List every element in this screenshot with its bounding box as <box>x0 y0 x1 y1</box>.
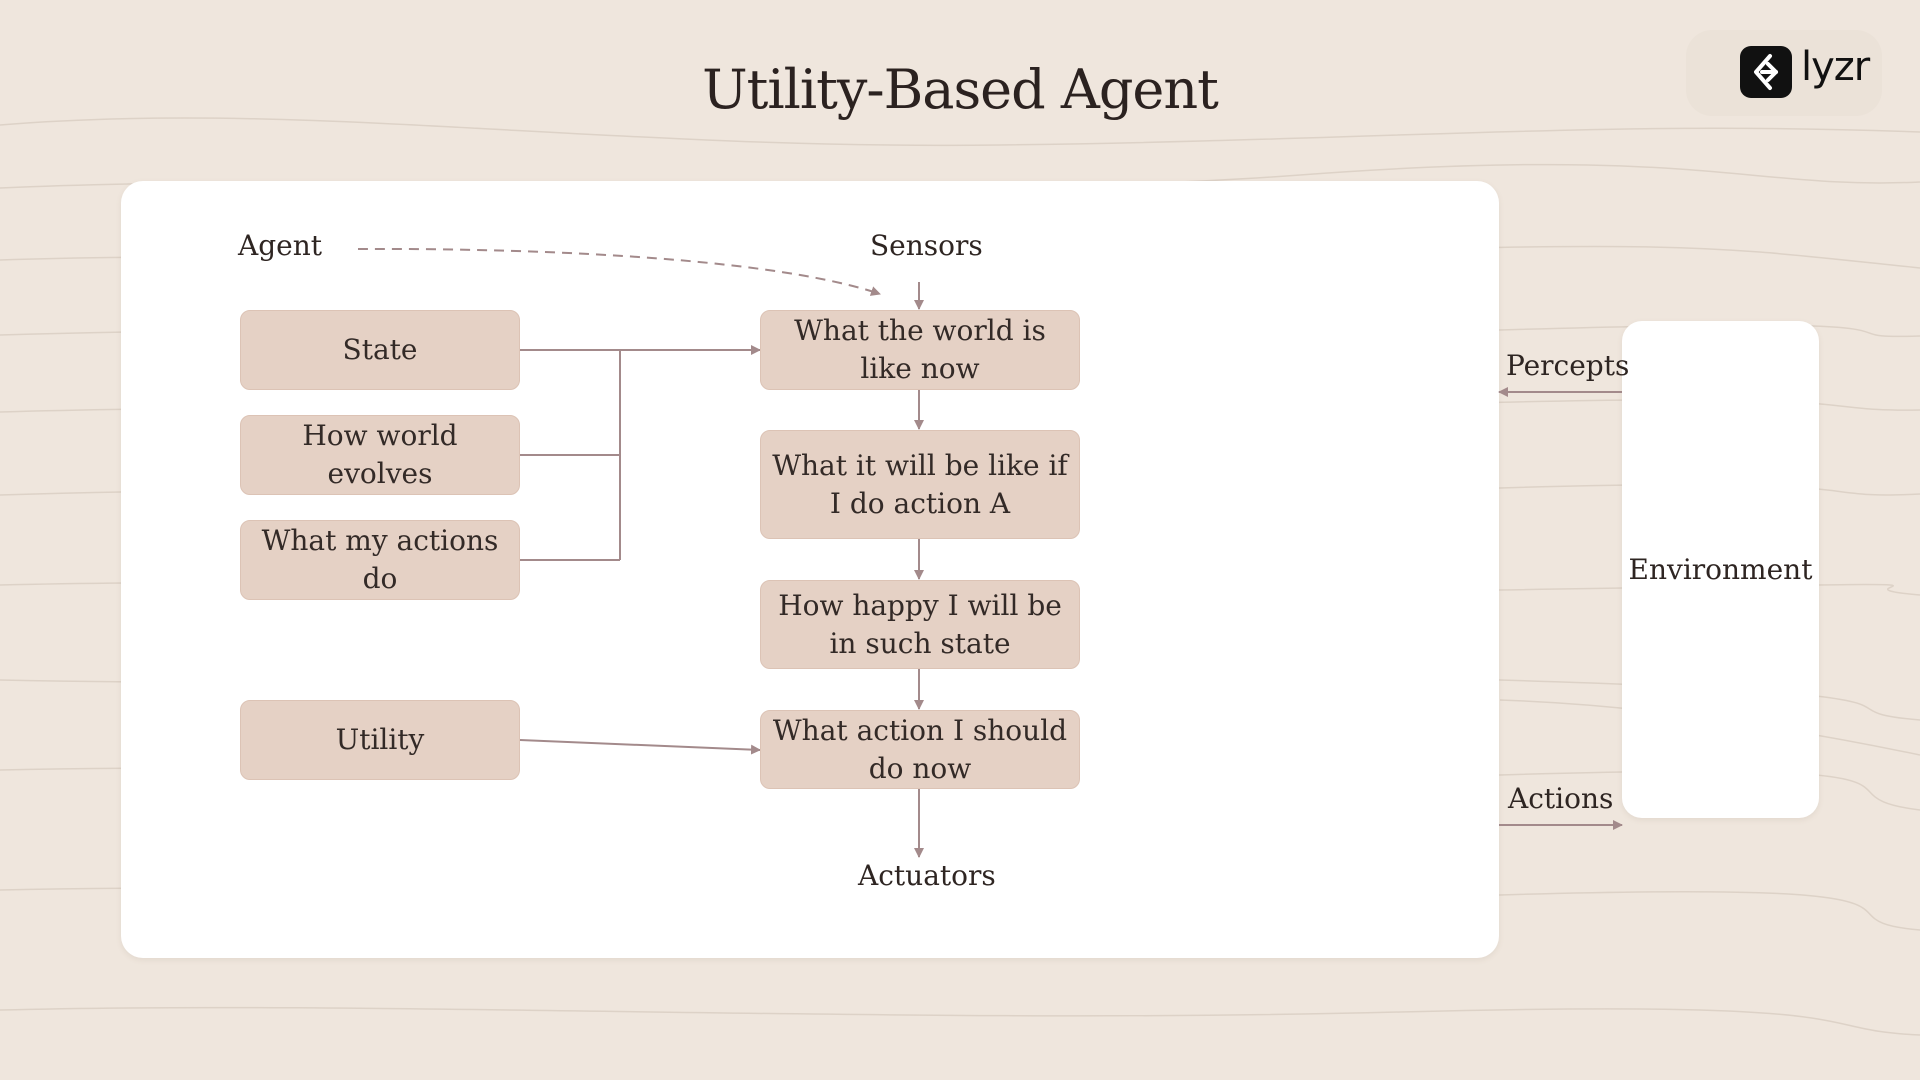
utility-connector <box>519 739 761 755</box>
agent-pointer-arrow <box>357 247 881 296</box>
brand-logo: lyzr <box>1686 30 1882 116</box>
environment-box: Environment <box>1622 321 1819 818</box>
percepts-label: Percepts <box>1506 349 1630 382</box>
actions-label: Actions <box>1508 782 1614 815</box>
how-happy-box: How happy I will be in such state <box>760 580 1080 669</box>
state-box: State <box>240 310 520 390</box>
page-title: Utility-Based Agent <box>702 58 1219 121</box>
lyzr-logo-icon <box>1740 46 1792 98</box>
world-now-box: What the world is like now <box>760 310 1080 390</box>
if-action-a-box: What it will be like if I do action A <box>760 430 1080 539</box>
brand-name: lyzr <box>1801 44 1870 90</box>
utility-box: Utility <box>240 700 520 780</box>
agent-label: Agent <box>238 229 322 262</box>
how-world-evolves-box: How world evolves <box>240 415 520 495</box>
sensors-label: Sensors <box>870 229 983 262</box>
what-my-actions-do-box: What my actions do <box>240 520 520 600</box>
action-now-box: What action I should do now <box>760 710 1080 789</box>
actuators-label: Actuators <box>858 859 996 892</box>
